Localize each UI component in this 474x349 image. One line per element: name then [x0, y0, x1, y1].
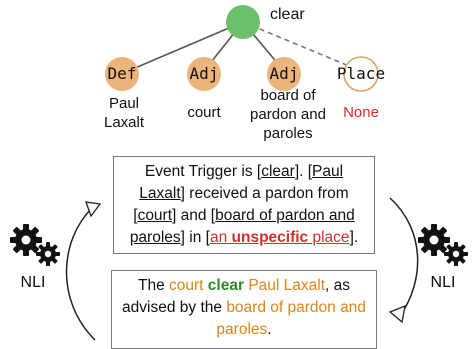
arg-court: court	[187, 104, 221, 121]
output-trigger: clear	[207, 277, 244, 294]
nli-label-left: NLI	[20, 274, 46, 291]
edge-place	[242, 21, 362, 72]
prompt-text: ] and [	[172, 207, 216, 224]
prompt-arg-paul: Paul Laxalt	[139, 163, 344, 202]
prompt-arg-place-b: unspecific	[231, 229, 309, 246]
left-arrowhead-icon	[85, 201, 102, 218]
output-text: , as advised by the	[122, 277, 350, 316]
prompt-text: ].	[349, 229, 359, 246]
prompt-arg-place-c: place	[308, 229, 350, 246]
right-curved-arrow	[389, 197, 419, 317]
edge-def	[127, 21, 244, 72]
prompt-trigger: clear	[261, 163, 295, 180]
role-label-place: Place	[336, 64, 386, 83]
role-node-def	[105, 57, 139, 91]
role-node-place	[343, 56, 379, 92]
output-arg-paul: Paul Laxalt	[248, 277, 326, 294]
prompt-arg-place-a: an	[209, 229, 232, 246]
prompt-arg-court: court	[137, 207, 173, 224]
role-label-adj1: Adj	[189, 64, 219, 83]
trigger-label: clear	[270, 6, 305, 23]
trigger-node	[226, 5, 260, 39]
role-node-adj2	[267, 57, 301, 91]
gears-icon	[10, 224, 60, 266]
prompt-text: ]. [	[294, 163, 313, 180]
arg-none: None	[343, 104, 379, 121]
role-label-def: Def	[107, 64, 137, 83]
prompt-text: ] received a pardon from [	[133, 185, 349, 224]
role-node-adj1	[187, 57, 221, 91]
role-label-adj2: Adj	[269, 64, 299, 83]
arg-board: board of pardon and paroles	[250, 87, 326, 142]
output-arg-court: court	[169, 277, 204, 294]
prompt-text: Event Trigger is [	[144, 163, 262, 180]
output-arg-board: board of pardon and paroles	[216, 299, 366, 338]
gears-icon	[418, 224, 468, 266]
output-box: The court clear Paul Laxalt, as advised …	[111, 270, 377, 349]
nli-label-right: NLI	[430, 274, 456, 291]
output-text: .	[267, 321, 272, 338]
left-curved-arrow	[65, 207, 96, 341]
output-text: The	[138, 277, 170, 294]
right-arrowhead-icon	[388, 304, 406, 324]
prompt-text: ] in [	[180, 229, 210, 246]
prompt-arg-board: board of pardon and paroles	[129, 207, 355, 246]
arg-paul-laxalt: Paul Laxalt	[103, 95, 145, 131]
prompt-box: Event Trigger is [clear]. [Paul Laxalt] …	[113, 156, 375, 254]
